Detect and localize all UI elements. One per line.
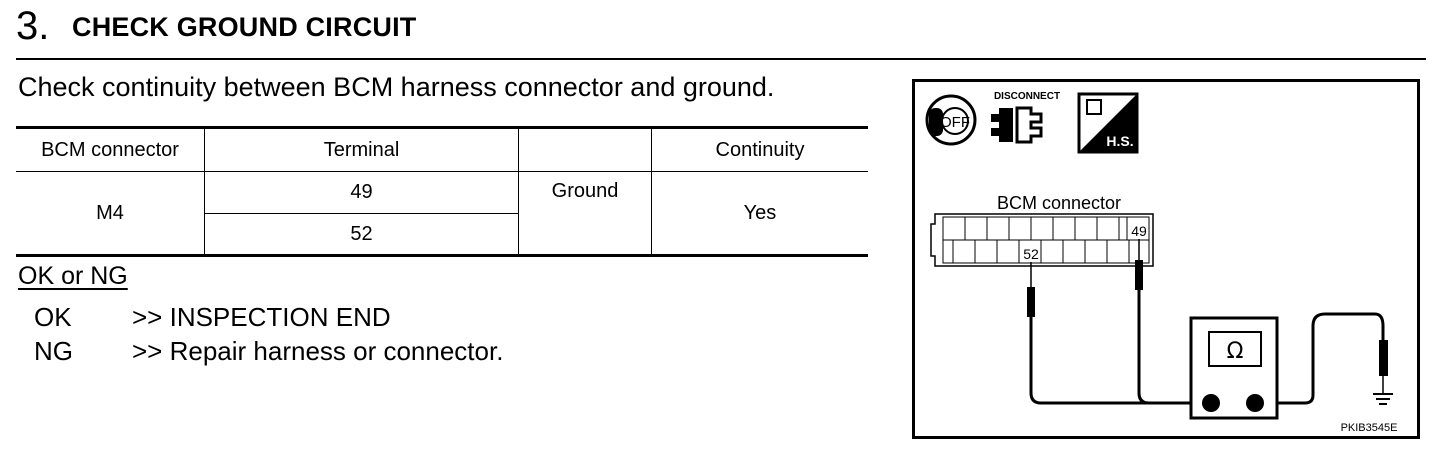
table-row: 52	[16, 213, 868, 256]
ok-text: >> INSPECTION END	[132, 302, 391, 332]
meter-terminal-left	[1202, 394, 1220, 412]
ok-key: OK	[34, 302, 72, 332]
ohm-symbol: Ω	[1227, 339, 1244, 364]
cell-ground: Ground	[518, 171, 652, 256]
instruction-text: Check continuity between BCM harness con…	[18, 72, 775, 102]
pin-52-label: 52	[1023, 246, 1039, 262]
bcm-connector-label: BCM connector	[997, 193, 1121, 213]
header-blank	[518, 127, 652, 172]
result-ok-row: OK >> INSPECTION END	[34, 302, 391, 333]
off-label: OFF	[940, 114, 970, 131]
disconnect-icon: DISCONNECT	[991, 91, 1060, 144]
step-number: 3.	[16, 4, 50, 48]
ignition-off-icon: OFF	[925, 94, 977, 146]
ng-text: >> Repair harness or connector.	[132, 336, 504, 366]
disconnect-label: DISCONNECT	[994, 91, 1060, 102]
ground-symbol-icon	[1373, 393, 1393, 405]
cell-connector: M4	[16, 171, 205, 256]
result-title: OK or NG	[18, 262, 128, 290]
figure-code: PKIB3545E	[1341, 422, 1398, 434]
bcm-connector: 49 52	[930, 213, 1154, 267]
inspection-diagram: OFF DISCONNECT H.S. BCM connector	[912, 79, 1420, 439]
ng-key: NG	[34, 336, 73, 366]
header-continuity: Continuity	[651, 127, 868, 172]
probe-49	[1135, 239, 1143, 290]
hs-label: H.S.	[1106, 133, 1133, 149]
step-title: CHECK GROUND CIRCUIT	[72, 12, 417, 42]
header-bcm-connector: BCM connector	[16, 127, 205, 172]
pin-49-label: 49	[1131, 223, 1147, 239]
meter-terminal-right	[1246, 394, 1264, 412]
ground-probe	[1379, 340, 1388, 394]
table-row: M4 49 Ground Yes	[16, 171, 868, 256]
continuity-table: BCM connector Terminal Continuity M4 49 …	[16, 126, 868, 257]
cell-continuity: Yes	[651, 171, 868, 256]
header-terminal: Terminal	[204, 127, 519, 172]
probe-52	[1027, 262, 1035, 317]
cell-terminal-52: 52	[204, 213, 519, 256]
result-ng-row: NG >> Repair harness or connector.	[34, 336, 503, 367]
table-header-row: BCM connector Terminal Continuity	[16, 127, 868, 172]
step-header: 3. CHECK GROUND CIRCUIT	[16, 0, 1426, 60]
ohmmeter: Ω	[1189, 316, 1279, 420]
cell-terminal-49: 49	[204, 171, 519, 214]
hs-icon: H.S.	[1077, 92, 1139, 154]
